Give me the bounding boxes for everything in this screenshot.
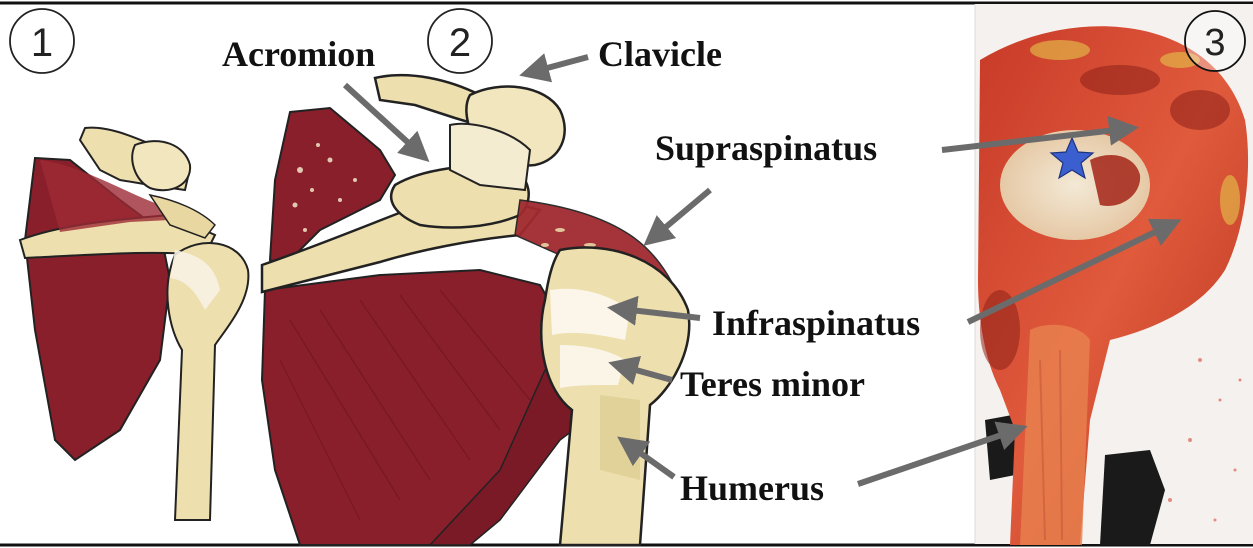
panel-3-photo [975,4,1253,545]
humerus-label: Humerus [680,468,824,508]
acromion-label: Acromion [222,34,375,74]
teres-minor-label: Teres minor [680,364,865,404]
supraspinatus-drawing-arrow [648,190,710,242]
panel-2-number: 2 [449,21,471,65]
clavicle-arrow [525,57,588,74]
clavicle-label: Clavicle [598,34,722,74]
panel-2-marker: 2 [428,9,492,73]
panel-1-number: 1 [31,21,53,65]
panel-3-number: 3 [1204,22,1225,64]
panel-1-marker: 1 [10,9,74,73]
infraspinatus-label: Infraspinatus [712,303,920,343]
panel-1-illustration [20,128,248,520]
panel-3-marker: 3 [1185,11,1245,71]
supraspinatus-label: Supraspinatus [655,128,877,168]
